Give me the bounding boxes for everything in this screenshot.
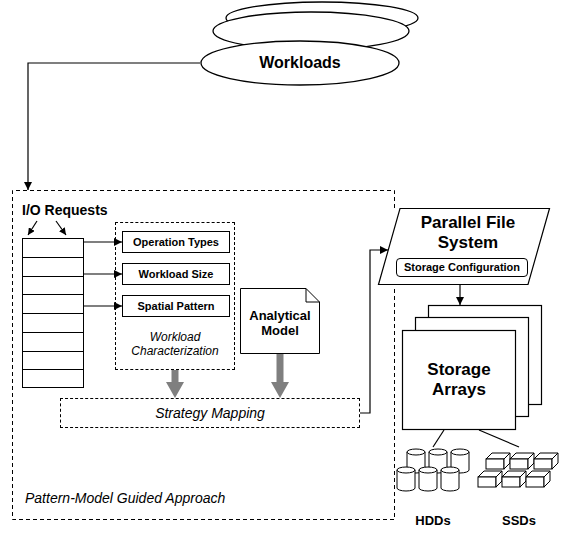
node-label: Workload Characterization — [118, 331, 232, 359]
ssd-front — [510, 459, 528, 469]
disk-cylinder-top — [407, 449, 425, 455]
disk-cylinder-top — [441, 467, 459, 473]
queue-arrow — [28, 221, 37, 235]
queue-arrow — [56, 221, 66, 235]
node-label: Operation Types — [133, 236, 219, 249]
disk-cylinder-top — [419, 467, 437, 473]
ssd-side — [520, 471, 526, 487]
connector — [479, 430, 519, 447]
document-outline — [241, 289, 320, 354]
queue-slot-line — [23, 332, 84, 333]
disk-cylinder-top — [451, 449, 469, 455]
feature-box: Workload Size — [122, 263, 230, 285]
request-queue: I/O Requests — [22, 238, 84, 388]
node-label: I/O Requests — [22, 202, 108, 218]
connector — [28, 63, 200, 190]
ssd-side — [544, 471, 550, 487]
ssd-front — [502, 477, 520, 487]
node-label: Workloads — [259, 54, 341, 72]
queue-slot-line — [23, 369, 84, 370]
disk-cylinder-top — [397, 467, 415, 473]
feature-box: Spatial Pattern — [122, 295, 230, 317]
node-label: Storage Configuration — [404, 261, 520, 274]
queue-slot-line — [23, 351, 84, 352]
feature-box: Operation Types — [122, 231, 230, 253]
workload-ellipse: Workloads — [200, 40, 400, 86]
connector — [84, 305, 122, 306]
ssd-front — [486, 459, 504, 469]
queue-slot-line — [23, 313, 84, 314]
array-panel — [403, 331, 516, 430]
queue-slot-line — [23, 294, 84, 295]
node-label: SSDs — [502, 514, 536, 529]
ssd-front — [534, 459, 552, 469]
storage-array-stack: Storage Arrays — [402, 305, 542, 430]
ellipse-outline — [201, 41, 399, 85]
connector — [84, 273, 122, 274]
ssd-side — [552, 453, 558, 469]
model-document: Analytical Model — [240, 288, 320, 354]
file-system-parallelogram: Parallel File SystemStorage Configuratio… — [378, 208, 550, 285]
hdd-group: HDDs — [393, 447, 473, 529]
connector — [459, 285, 460, 305]
node-label: Spatial Pattern — [137, 300, 214, 313]
ssd-front — [478, 477, 496, 487]
node-label: Parallel File System — [408, 213, 528, 252]
ssd-side — [496, 471, 502, 487]
thick-flow-arrow — [172, 370, 179, 386]
connector — [433, 430, 444, 447]
ssd-group: SSDs — [478, 447, 560, 529]
node-label: Workload Size — [139, 268, 214, 281]
ssd-front — [526, 477, 544, 487]
node-label: Storage Arrays — [402, 360, 516, 399]
dashed-region-outline — [13, 191, 395, 520]
node-label: Analytical Model — [244, 309, 316, 339]
connector — [84, 241, 122, 242]
configuration-box: Storage Configuration — [396, 258, 528, 277]
strategy-box: Strategy Mapping — [60, 398, 360, 428]
node-label: Pattern-Model Guided Approach — [25, 490, 225, 506]
queue-slot-line — [23, 257, 84, 258]
thick-flow-arrow — [277, 354, 284, 386]
node-label: Strategy Mapping — [155, 405, 265, 421]
approach-region: Pattern-Model Guided Approach I/O Request… — [12, 190, 395, 520]
ssd-side — [504, 453, 510, 469]
node-label: HDDs — [415, 514, 450, 529]
document-fold — [306, 289, 320, 303]
parallelogram-outline — [379, 209, 550, 285]
characterization-group: Workload Characterization Operation Types… — [115, 222, 235, 370]
queue-slot-line — [23, 276, 84, 277]
disk-cylinder-top — [429, 449, 447, 455]
queue-outline — [23, 239, 84, 388]
ssd-side — [528, 453, 534, 469]
request-queue-outline — [22, 238, 84, 388]
